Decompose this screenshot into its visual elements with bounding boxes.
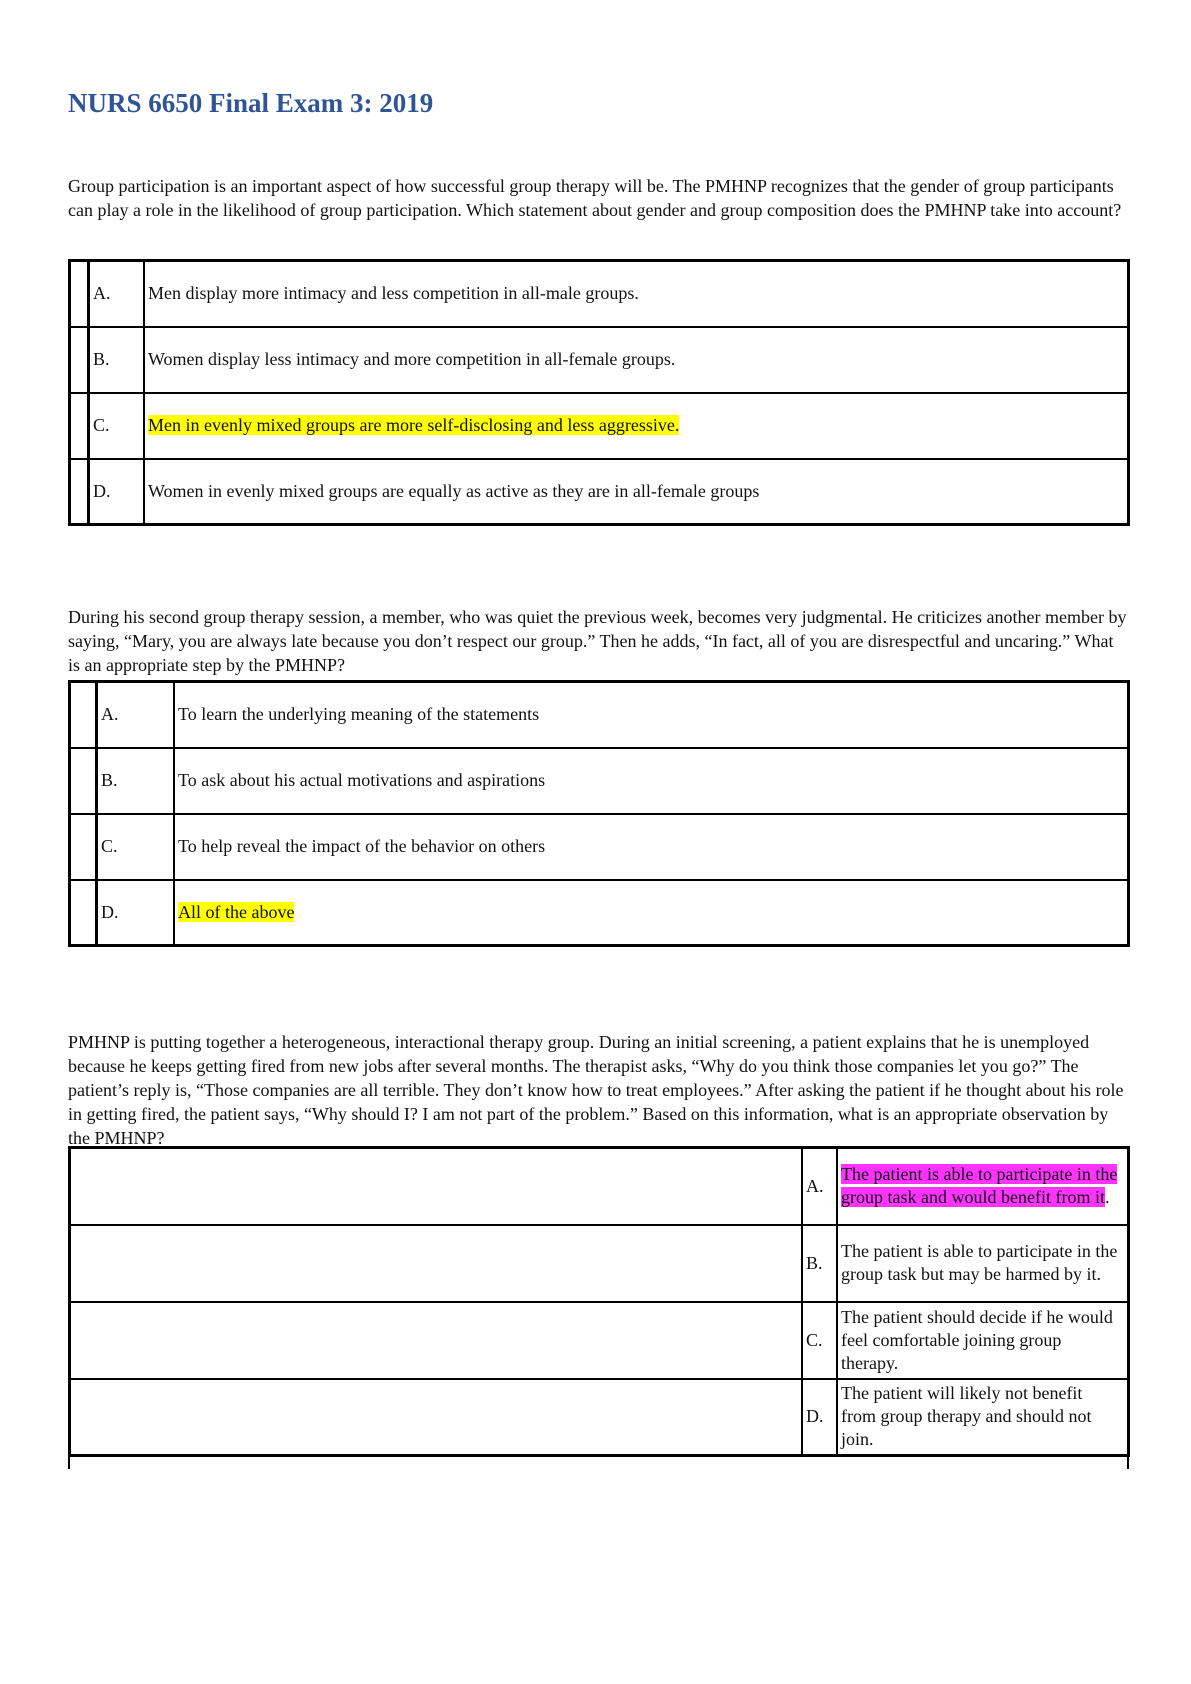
answer-highlight: All of the above: [178, 901, 295, 922]
option-row[interactable]: B. Women display less intimacy and more …: [68, 325, 1130, 394]
question-2-options: A. To learn the underlying meaning of th…: [68, 680, 1130, 947]
option-letter: D.: [801, 1377, 838, 1457]
option-row[interactable]: B. The patient is able to participate in…: [68, 1223, 1130, 1303]
option-spacer: [68, 680, 98, 749]
option-spacer: [68, 812, 98, 881]
option-spacer: [68, 325, 90, 394]
option-text: The patient should decide if he would fe…: [836, 1300, 1130, 1380]
option-letter: D.: [87, 457, 145, 526]
option-text-correct: All of the above: [173, 878, 1130, 947]
question-1-options: A. Men display more intimacy and less co…: [68, 259, 1130, 526]
option-text: The patient is able to participate in th…: [836, 1223, 1130, 1303]
option-row[interactable]: C. Men in evenly mixed groups are more s…: [68, 391, 1130, 460]
option-letter: A.: [87, 259, 145, 328]
option-spacer: [68, 878, 98, 947]
option-spacer: [68, 391, 90, 460]
option-text: Women in evenly mixed groups are equally…: [143, 457, 1130, 526]
table-border-tail: [68, 1457, 70, 1469]
option-spacer: [68, 1377, 803, 1457]
option-row[interactable]: A. To learn the underlying meaning of th…: [68, 680, 1130, 749]
option-text: To help reveal the impact of the behavio…: [173, 812, 1130, 881]
option-spacer: [68, 746, 98, 815]
option-spacer: [68, 1300, 803, 1380]
option-row[interactable]: D. All of the above: [68, 878, 1130, 947]
option-text: Men display more intimacy and less compe…: [143, 259, 1130, 328]
question-3-options: A. The patient is able to participate in…: [68, 1146, 1130, 1457]
page-title: NURS 6650 Final Exam 3: 2019: [68, 88, 434, 118]
answer-highlight: Men in evenly mixed groups are more self…: [148, 415, 680, 435]
option-letter: B.: [87, 325, 145, 394]
option-letter: C.: [801, 1300, 838, 1380]
question-1-stem: Group participation is an important aspe…: [68, 176, 1122, 220]
option-text-correct: Men in evenly mixed groups are more self…: [143, 391, 1130, 460]
option-row[interactable]: D. The patient will likely not benefit f…: [68, 1377, 1130, 1457]
table-border-tail: [1127, 1457, 1129, 1469]
option-row[interactable]: C. The patient should decide if he would…: [68, 1300, 1130, 1380]
option-row[interactable]: A. Men display more intimacy and less co…: [68, 259, 1130, 328]
option-row[interactable]: A. The patient is able to participate in…: [68, 1146, 1130, 1226]
question-2-stem: During his second group therapy session,…: [68, 607, 1127, 675]
question-3-stem: PMHNP is putting together a heterogeneou…: [68, 1032, 1124, 1148]
option-letter: B.: [801, 1223, 838, 1303]
answer-highlight: The patient is able to participate in th…: [841, 1164, 1118, 1208]
option-spacer: [68, 1223, 803, 1303]
option-text: The patient will likely not benefit from…: [836, 1377, 1130, 1457]
option-row[interactable]: B. To ask about his actual motivations a…: [68, 746, 1130, 815]
option-text: Women display less intimacy and more com…: [143, 325, 1130, 394]
option-letter: B.: [95, 746, 175, 815]
option-spacer: [68, 457, 90, 526]
option-text-correct: The patient is able to participate in th…: [836, 1146, 1130, 1226]
option-letter: C.: [87, 391, 145, 460]
option-letter: A.: [95, 680, 175, 749]
option-text: To ask about his actual motivations and …: [173, 746, 1130, 815]
option-row[interactable]: C. To help reveal the impact of the beha…: [68, 812, 1130, 881]
option-letter: A.: [801, 1146, 838, 1226]
option-letter: C.: [95, 812, 175, 881]
option-spacer: [68, 1146, 803, 1226]
option-spacer: [68, 259, 90, 328]
option-row[interactable]: D. Women in evenly mixed groups are equa…: [68, 457, 1130, 526]
option-letter: D.: [95, 878, 175, 947]
option-text: To learn the underlying meaning of the s…: [173, 680, 1130, 749]
